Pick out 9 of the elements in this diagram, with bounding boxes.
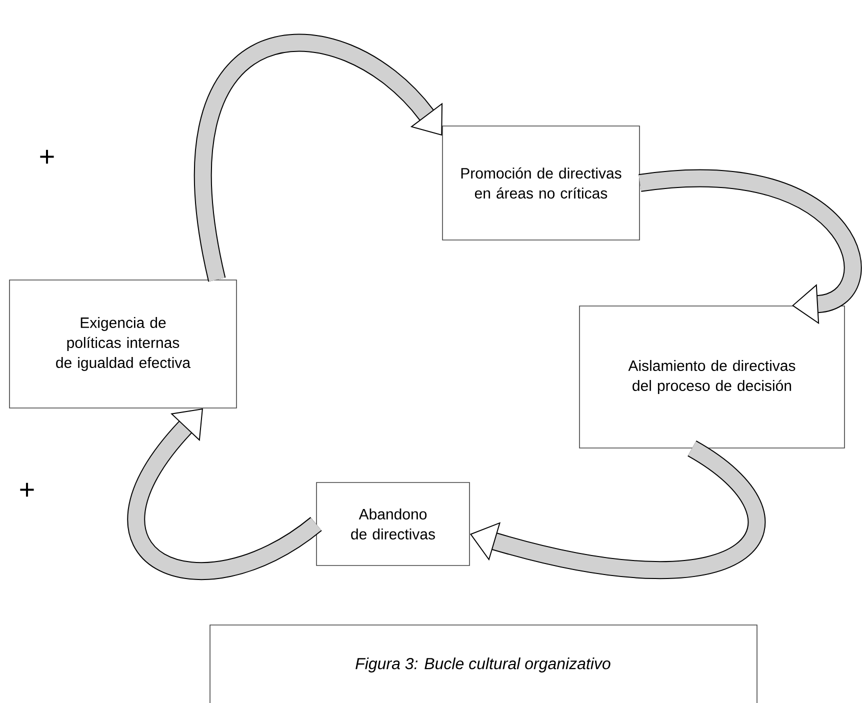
plus-sign: + <box>20 482 34 497</box>
ribbon-arrow <box>639 169 862 324</box>
text-box: Aislamiento de directivas del proceso de decisión <box>579 306 845 448</box>
text-box: Promoción de directivas en áreas no críticas <box>442 126 640 240</box>
plus-sign: + <box>40 150 54 164</box>
text-box: Exigencia de políticas internas de igualdad efectiva <box>9 280 237 408</box>
caption-box: Figura 3: Bucle cultural organizativo <box>210 624 758 703</box>
ribbon-arrow <box>194 34 443 282</box>
text-box: Abandono de directivas <box>316 482 470 566</box>
